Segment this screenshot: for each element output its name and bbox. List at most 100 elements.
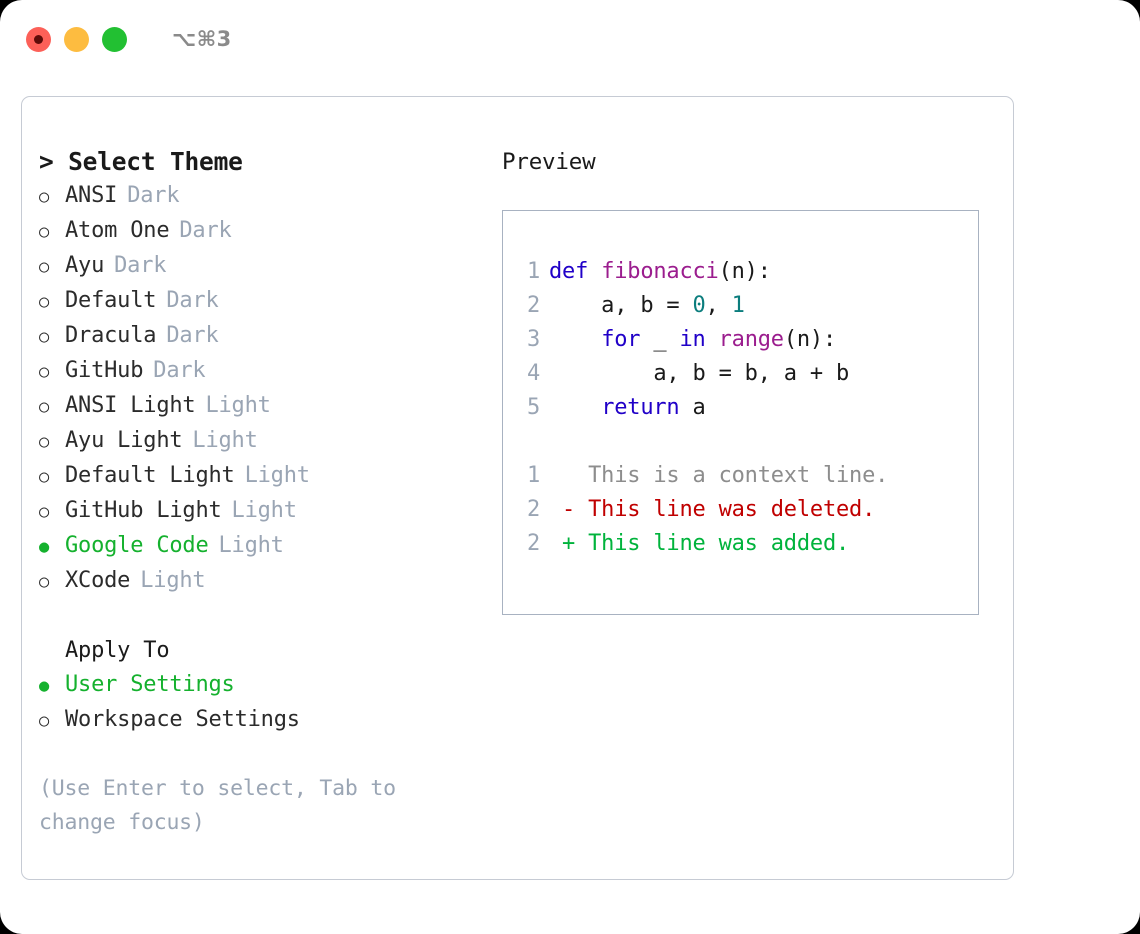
code-line-text: a, b = b, a + b: [549, 357, 849, 391]
code-token-num: 1: [731, 293, 745, 318]
radio-unselected-icon: ○: [39, 711, 50, 731]
theme-option-ansi-light[interactable]: ○ ANSI Light Light: [39, 389, 502, 424]
theme-option-default-light[interactable]: ○ Default Light Light: [39, 459, 502, 494]
code-line-text: for _ in range(n):: [549, 323, 836, 357]
theme-option-ansi[interactable]: ○ ANSI Dark: [39, 179, 502, 214]
code-line: 3 for _ in range(n):: [503, 323, 978, 357]
theme-option-label: Default Light: [65, 463, 235, 488]
line-number: 5: [526, 395, 540, 420]
code-token-plain: a: [679, 395, 706, 420]
theme-variant-badge: Dark: [179, 218, 232, 243]
window-titlebar: ⌥⌘3: [0, 0, 1140, 78]
theme-variant-badge: Dark: [166, 288, 219, 313]
theme-variant-badge: Light: [205, 393, 271, 418]
code-spacer: [503, 425, 978, 459]
code-token-kw: for: [601, 327, 641, 352]
theme-variant-badge: Dark: [127, 183, 180, 208]
code-token-plain: (n):: [783, 327, 837, 352]
theme-option-label: Ayu Light: [65, 428, 183, 453]
theme-option-label: GitHub: [65, 358, 144, 383]
select-theme-heading: > Select Theme: [39, 147, 243, 176]
code-token-plain: ,: [705, 293, 732, 318]
code-token-plain: [549, 327, 601, 352]
code-token-kw: in: [679, 327, 706, 352]
theme-option-label: GitHub Light: [65, 498, 222, 523]
radio-unselected-icon: ○: [39, 397, 50, 417]
code-token-kw: return: [601, 395, 680, 420]
code-line: 4 a, b = b, a + b: [503, 357, 978, 391]
line-number: 1: [526, 463, 540, 488]
theme-option-label: Google Code: [65, 533, 209, 558]
theme-variant-badge: Dark: [114, 253, 167, 278]
theme-option-ayu-light[interactable]: ○ Ayu Light Light: [39, 424, 502, 459]
radio-selected-icon: ●: [39, 537, 50, 557]
theme-option-atom-one[interactable]: ○ Atom One Dark: [39, 214, 502, 249]
code-line-text: a, b = 0, 1: [549, 289, 745, 323]
theme-option-label: Default: [65, 288, 157, 313]
radio-unselected-icon: ○: [39, 187, 50, 207]
preview-heading: Preview: [502, 149, 596, 175]
theme-option-label: Ayu: [65, 253, 105, 278]
diff-line-text: This is a context line.: [549, 463, 889, 488]
theme-variant-badge: Light: [140, 568, 206, 593]
apply-to-option-user-settings[interactable]: ● User Settings: [39, 668, 502, 703]
close-active-indicator: [34, 34, 43, 44]
apply-to-option-label: Workspace Settings: [65, 707, 300, 732]
radio-selected-icon: ●: [39, 676, 50, 696]
line-number: 1: [526, 259, 540, 284]
line-number: 3: [526, 327, 540, 352]
radio-unselected-icon: ○: [39, 432, 50, 452]
theme-variant-badge: Light: [218, 533, 284, 558]
theme-variant-badge: Light: [244, 463, 310, 488]
theme-option-github-light[interactable]: ○ GitHub Light Light: [39, 494, 502, 529]
radio-unselected-icon: ○: [39, 502, 50, 522]
close-window-button[interactable]: [26, 26, 51, 52]
code-token-plain: (n):: [718, 259, 771, 284]
theme-variant-badge: Light: [192, 428, 258, 453]
line-number: 2: [526, 531, 540, 556]
code-token-plain: [706, 327, 719, 352]
traffic-light-buttons: [26, 26, 127, 52]
line-number: 2: [526, 293, 540, 318]
apply-to-option-workspace-settings[interactable]: ○ Workspace Settings: [39, 703, 502, 738]
minimize-window-button[interactable]: [64, 26, 89, 52]
theme-variant-badge: Light: [231, 498, 297, 523]
radio-unselected-icon: ○: [39, 467, 50, 487]
code-token-num: 0: [692, 293, 706, 318]
apply-to-option-label: User Settings: [65, 672, 235, 697]
theme-variant-badge: Dark: [153, 358, 206, 383]
line-number: 4: [526, 361, 540, 386]
diff-line-ctx: 1 This is a context line.: [503, 459, 978, 493]
theme-option-label: ANSI: [65, 183, 118, 208]
theme-option-google-code[interactable]: ● Google Code Light: [39, 529, 502, 564]
apply-to-section: Apply To ●User Settings○Workspace Settin…: [39, 634, 502, 738]
theme-variant-badge: Dark: [166, 323, 219, 348]
diff-line-add: 2 + This line was added.: [503, 527, 978, 561]
code-line-text: return a: [549, 391, 706, 425]
code-token-plain: _: [640, 327, 680, 352]
line-number: 2: [526, 497, 540, 522]
maximize-window-button[interactable]: [102, 26, 127, 52]
apply-to-options: ● User Settings ○ Workspace Settings: [39, 668, 502, 738]
code-token-plain: a, b =: [549, 293, 693, 318]
theme-option-label: Atom One: [65, 218, 170, 243]
diff-sample: 1 This is a context line.2 - This line w…: [503, 459, 978, 561]
diff-line-del: 2 - This line was deleted.: [503, 493, 978, 527]
diff-line-text: + This line was added.: [549, 531, 850, 556]
code-token-fn: fibonacci: [601, 259, 719, 284]
radio-unselected-icon: ○: [39, 222, 50, 242]
theme-option-label: ANSI Light: [65, 393, 196, 418]
theme-option-label: Dracula: [65, 323, 157, 348]
